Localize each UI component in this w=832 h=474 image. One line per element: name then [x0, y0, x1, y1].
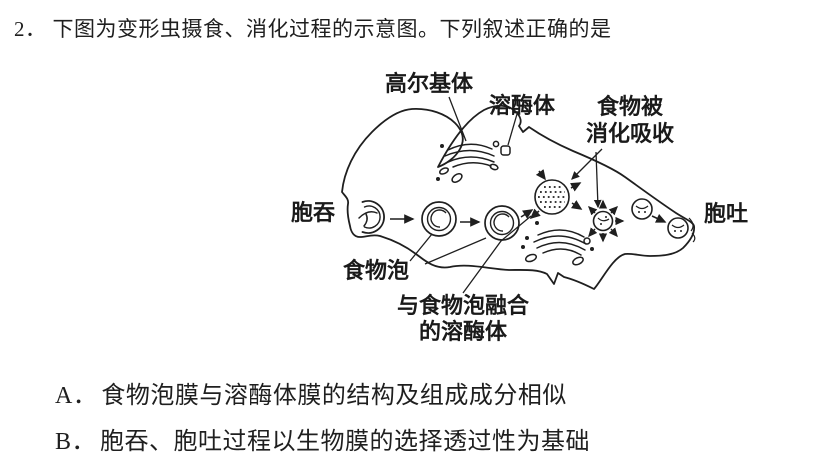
- fused-lysosome-label: 与食物泡融合的溶酶体: [390, 293, 536, 345]
- exocytosis-vesicle: [667, 217, 696, 243]
- option-a-text: 食物泡膜与溶酶体膜的结构及组成成分相似: [101, 383, 567, 409]
- golgi-label: 高尔基体: [385, 71, 474, 96]
- endocytosis-label: 胞吞: [291, 200, 336, 225]
- lysosome-vesicle: [500, 145, 511, 156]
- lysosome-label: 溶酶体: [489, 93, 556, 118]
- food-vacuole-label: 食物泡: [343, 258, 410, 283]
- golgi-apparatus-bottom: [521, 221, 594, 266]
- label-pointer-lines: [409, 96, 603, 294]
- amoeba-figure: [341, 96, 696, 294]
- option-a: A．食物泡膜与溶酶体膜的结构及组成成分相似: [55, 375, 567, 410]
- transport-vesicle: [631, 198, 653, 220]
- question-number: 2．: [14, 17, 47, 41]
- fused-lysosome-label-line1: 与食物泡融合: [396, 293, 529, 318]
- question-line: 2．下图为变形虫摄食、消化过程的示意图。下列叙述正确的是: [14, 13, 612, 43]
- food-vacuole-2: [484, 205, 520, 241]
- option-a-letter: A．: [55, 383, 98, 409]
- endocytosis-cup: [358, 200, 385, 234]
- option-b-letter: B．: [55, 429, 97, 455]
- option-b-text: 胞吞、胞吐过程以生物膜的选择透过性为基础: [100, 429, 591, 455]
- fused-lysosome-vesicle: [534, 179, 570, 215]
- option-b: B．胞吞、胞吐过程以生物膜的选择透过性为基础: [55, 421, 590, 456]
- food-absorbed-label: 食物被消化吸收: [578, 93, 682, 147]
- food-vacuole-1: [421, 201, 457, 237]
- question-text: 下图为变形虫摄食、消化过程的示意图。下列叙述正确的是: [52, 17, 612, 41]
- food-absorbed-label-line1: 食物被: [596, 94, 663, 119]
- digested-vesicle-starburst: [588, 199, 625, 243]
- exocytosis-label: 胞吐: [704, 201, 749, 226]
- amoeba-diagram: 高尔基体 溶酶体 食物被消化吸收 胞吞 胞吐 食物泡 与食物泡融合的溶酶体: [280, 60, 832, 370]
- process-arrows: [390, 169, 667, 227]
- golgi-apparatus-top: [436, 140, 511, 183]
- food-absorbed-label-line2: 消化吸收: [585, 121, 674, 146]
- fused-lysosome-label-line2: 的溶酶体: [418, 319, 507, 344]
